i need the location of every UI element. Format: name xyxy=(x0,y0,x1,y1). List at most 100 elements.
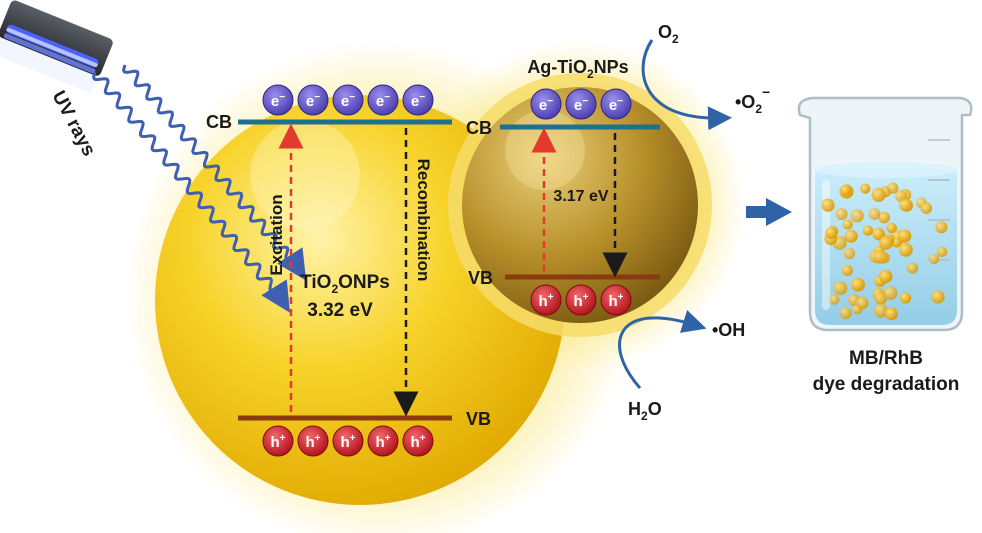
hole: h+ xyxy=(367,425,399,457)
dye-particle xyxy=(871,187,886,202)
uv-rays-label: UV rays xyxy=(48,87,100,159)
superoxide-label: •O2− xyxy=(735,84,770,116)
dye-particle xyxy=(874,303,888,318)
dye-particle xyxy=(873,249,888,264)
svg-text:e−: e− xyxy=(341,92,355,110)
dye-particle xyxy=(856,296,869,310)
dye-particle xyxy=(839,307,852,320)
hole: h+ xyxy=(600,284,632,316)
uv-lamp xyxy=(0,0,113,94)
dye-particle xyxy=(935,221,948,234)
hole: h+ xyxy=(530,284,562,316)
dye-particle xyxy=(878,211,890,224)
dye-particle xyxy=(898,198,912,212)
svg-text:h+: h+ xyxy=(375,433,390,451)
small-cb-label: CB xyxy=(466,118,492,138)
dye-particle xyxy=(868,208,881,220)
svg-text:h+: h+ xyxy=(538,292,553,310)
process-arrow xyxy=(746,198,792,226)
dye-particle xyxy=(920,202,933,214)
hole: h+ xyxy=(402,425,434,457)
dye-particle xyxy=(897,229,912,243)
small-particle-name: Ag-TiO2NPs xyxy=(527,57,628,81)
small-particle-sphere xyxy=(462,87,698,323)
dye-particle xyxy=(821,198,835,212)
dye-particle xyxy=(833,281,848,296)
large-electron-row: e− e− e− e− e− xyxy=(262,84,434,116)
svg-text:e−: e− xyxy=(609,96,623,114)
o2-label: O2 xyxy=(658,22,679,46)
dye-particle xyxy=(937,246,948,257)
electron: e− xyxy=(402,84,434,116)
electron: e− xyxy=(332,84,364,116)
dye-particle xyxy=(850,209,864,223)
svg-text:e−: e− xyxy=(306,92,320,110)
small-hole-row: h+ h+ h+ xyxy=(530,284,632,316)
hole: h+ xyxy=(297,425,329,457)
hole: h+ xyxy=(332,425,364,457)
hole: h+ xyxy=(565,284,597,316)
excitation-label: Excitation xyxy=(267,194,286,275)
uv-wave-2 xyxy=(122,64,307,281)
dye-particle xyxy=(841,265,853,276)
small-electron-row: e− e− e− xyxy=(530,88,632,120)
small-band-gap: 3.17 eV xyxy=(553,188,608,205)
electron: e− xyxy=(565,88,597,120)
dye-particle xyxy=(840,184,851,196)
svg-text:e−: e− xyxy=(539,96,553,114)
o2-to-superoxide-arrow xyxy=(641,39,732,131)
svg-text:e−: e− xyxy=(376,92,390,110)
dye-particle xyxy=(874,292,887,305)
dye-particle xyxy=(835,208,848,221)
svg-text:h+: h+ xyxy=(270,433,285,451)
large-particle-highlight xyxy=(250,120,360,230)
dye-particle xyxy=(860,183,871,194)
hydroxyl-label: •OH xyxy=(712,320,745,340)
water-to-hydroxyl-arrow xyxy=(618,309,707,389)
svg-text:h+: h+ xyxy=(608,292,623,310)
large-hole-row: h+ h+ h+ h+ h+ xyxy=(262,425,434,457)
dye-particle xyxy=(851,277,865,292)
dye-particle xyxy=(900,292,912,304)
dye-particle xyxy=(825,227,838,239)
dye-particle xyxy=(843,247,856,260)
dye-particle xyxy=(862,225,874,236)
electron: e− xyxy=(600,88,632,120)
dye-particle xyxy=(872,227,885,241)
svg-text:e−: e− xyxy=(271,92,285,110)
dye-particle xyxy=(879,235,894,250)
uv-wave-1 xyxy=(92,71,290,313)
dye-particle xyxy=(931,290,945,304)
svg-text:h+: h+ xyxy=(410,433,425,451)
svg-text:e−: e− xyxy=(411,92,425,110)
large-particle-name: TiO2ONPs xyxy=(300,272,390,296)
large-cb-label: CB xyxy=(206,112,232,132)
svg-text:h+: h+ xyxy=(340,433,355,451)
dye-particle xyxy=(885,307,898,321)
hole: h+ xyxy=(262,425,294,457)
dye-particle xyxy=(844,229,858,243)
electron: e− xyxy=(367,84,399,116)
svg-text:h+: h+ xyxy=(305,433,320,451)
dye-particle xyxy=(879,269,893,284)
electron: e− xyxy=(262,84,294,116)
dye-particle xyxy=(906,262,919,274)
dye-particle xyxy=(842,219,853,230)
result-line-2: dye degradation xyxy=(813,374,960,395)
large-band-gap: 3.32 eV xyxy=(307,300,373,321)
recombination-label: Recombination xyxy=(414,159,433,282)
electron: e− xyxy=(297,84,329,116)
large-vb-label: VB xyxy=(466,409,491,429)
result-line-1: MB/RhB xyxy=(849,348,923,369)
dye-particle xyxy=(898,242,913,257)
dye-particle xyxy=(829,294,840,305)
electron: e− xyxy=(530,88,562,120)
small-vb-label: VB xyxy=(468,268,493,288)
svg-text:e−: e− xyxy=(574,96,588,114)
svg-text:h+: h+ xyxy=(573,292,588,310)
dye-particle xyxy=(883,286,898,300)
dye-particle xyxy=(886,222,897,234)
dye-particles xyxy=(821,182,948,321)
water-label: H2O xyxy=(628,399,662,423)
